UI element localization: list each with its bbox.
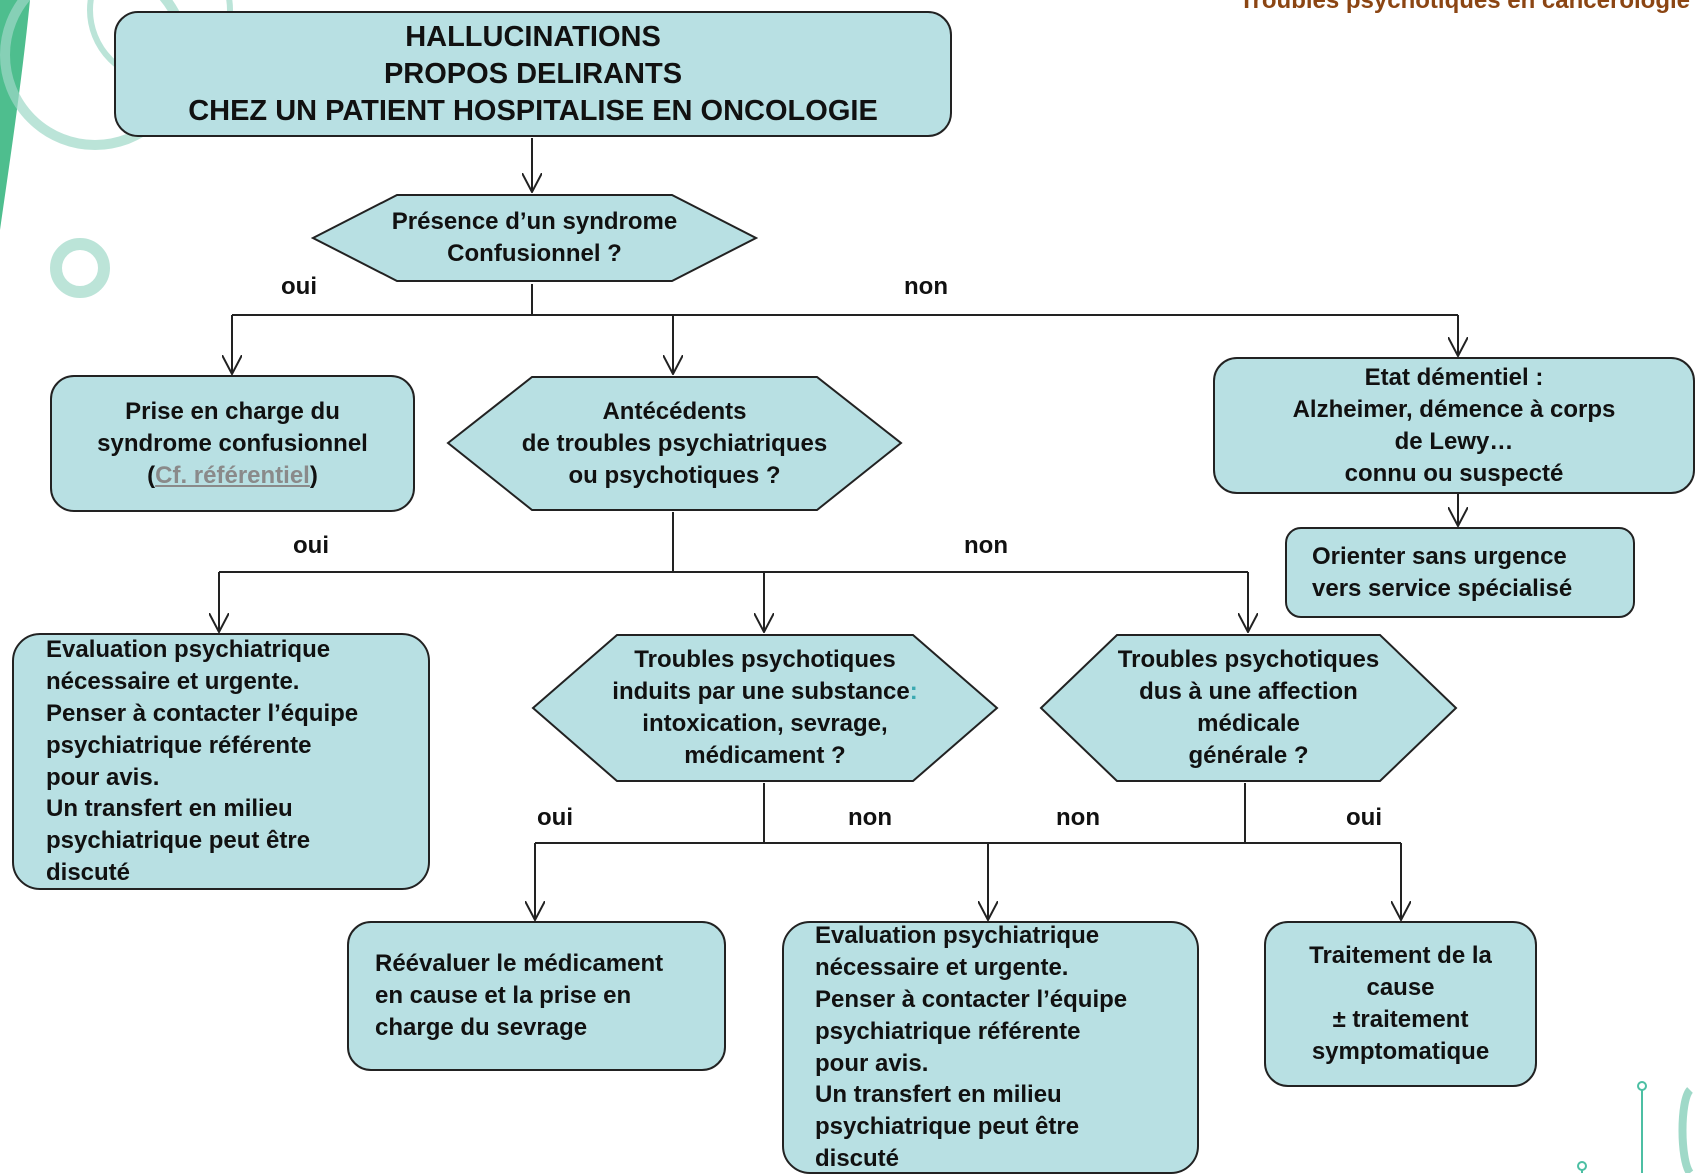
start-box: HALLUCINATIONS PROPOS DELIRANTS CHEZ UN … bbox=[114, 11, 952, 137]
eval2-line-5: pour avis. bbox=[815, 1049, 929, 1077]
confusion-line-2: Confusionnel ? bbox=[447, 240, 622, 267]
eval2-line-6: Un transfert en milieu bbox=[815, 1081, 1062, 1109]
substance-line-1: Troubles psychotiques bbox=[634, 646, 896, 673]
eval1-line-2: nécessaire et urgente. bbox=[46, 668, 300, 696]
affection-line-3: médicale bbox=[1197, 710, 1300, 737]
label-confusion-non: non bbox=[904, 273, 948, 300]
label-affection-non: non bbox=[1056, 804, 1100, 831]
antecedents-line-2: de troubles psychiatriques bbox=[521, 429, 828, 457]
prise-close-paren: ) bbox=[309, 461, 318, 489]
substance-line-4: médicament ? bbox=[684, 742, 846, 769]
eval2-line-7: psychiatrique peut être bbox=[815, 1113, 1080, 1141]
prise-line-2: syndrome confusionnel bbox=[97, 429, 368, 457]
orienter-box: Orienter sans urgence vers service spéci… bbox=[1285, 527, 1635, 618]
dementiel-line-4: connu ou suspecté bbox=[1344, 459, 1564, 487]
substance-line-2-text: induits par une substance bbox=[612, 678, 910, 705]
evaluation-box-2: Evaluation psychiatrique nécessaire et u… bbox=[782, 921, 1199, 1174]
page-header-title: Troubles psychotiques en cancérologie bbox=[1239, 0, 1690, 14]
traitement-line-4: symptomatique bbox=[1311, 1038, 1490, 1065]
decision-affection: Troubles psychotiques dus à une affectio… bbox=[1039, 633, 1458, 783]
eval1-line-3: Penser à contacter l’équipe bbox=[46, 699, 359, 727]
antecedents-line-1: Antécédents bbox=[602, 397, 747, 425]
eval1-line-4: psychiatrique référente bbox=[46, 731, 312, 759]
decision-antecedents-text: Antécédents de troubles psychiatriques o… bbox=[446, 375, 903, 512]
orienter-line-1: Orienter sans urgence bbox=[1312, 542, 1567, 570]
decision-confusion: Présence d’un syndrome Confusionnel ? bbox=[311, 193, 758, 283]
traitement-line-3: ± traitement bbox=[1332, 1006, 1469, 1033]
dementiel-line-1: Etat démentiel : bbox=[1364, 363, 1544, 391]
eval1-line-6: Un transfert en milieu bbox=[46, 795, 293, 823]
dementiel-line-2: Alzheimer, démence à corps bbox=[1292, 395, 1616, 423]
evaluation-box-1: Evaluation psychiatrique nécessaire et u… bbox=[12, 633, 430, 890]
prise-line-1: Prise en charge du bbox=[125, 397, 340, 425]
confusion-line-1: Présence d’un syndrome bbox=[391, 208, 678, 235]
eval1-line-8: discuté bbox=[46, 858, 131, 886]
label-antecedents-non: non bbox=[964, 532, 1008, 559]
eval2-line-2: nécessaire et urgente. bbox=[815, 954, 1069, 982]
eval1-line-1: Evaluation psychiatrique bbox=[46, 636, 331, 664]
label-confusion-oui: oui bbox=[281, 273, 317, 300]
decision-affection-text: Troubles psychotiques dus à une affectio… bbox=[1039, 633, 1458, 783]
start-line-1: HALLUCINATIONS bbox=[405, 20, 661, 53]
start-line-3: CHEZ UN PATIENT HOSPITALISE EN ONCOLOGIE bbox=[188, 94, 878, 127]
decision-substance: Troubles psychotiques induits par une su… bbox=[531, 633, 999, 783]
reevaluer-line-3: charge du sevrage bbox=[375, 1014, 588, 1041]
referentiel-link[interactable]: Cf. référentiel bbox=[155, 461, 310, 489]
start-line-2: PROPOS DELIRANTS bbox=[383, 57, 683, 90]
eval1-line-7: psychiatrique peut être bbox=[46, 827, 311, 855]
affection-line-1: Troubles psychotiques bbox=[1117, 646, 1380, 673]
etat-dementiel-box: Etat démentiel : Alzheimer, démence à co… bbox=[1213, 357, 1695, 494]
label-affection-oui: oui bbox=[1346, 804, 1382, 831]
decision-confusion-text: Présence d’un syndrome Confusionnel ? bbox=[311, 193, 758, 283]
orienter-line-2: vers service spécialisé bbox=[1312, 574, 1573, 602]
reevaluer-line-1: Réévaluer le médicament bbox=[375, 950, 664, 977]
affection-line-4: générale ? bbox=[1188, 742, 1309, 769]
decision-substance-text: Troubles psychotiques induits par une su… bbox=[531, 633, 999, 783]
traitement-line-2: cause bbox=[1366, 974, 1435, 1001]
label-antecedents-oui: oui bbox=[293, 532, 329, 559]
traitement-line-1: Traitement de la bbox=[1309, 942, 1492, 969]
reevaluer-box: Réévaluer le médicament en cause et la p… bbox=[347, 921, 726, 1071]
reevaluer-line-2: en cause et la prise en bbox=[375, 982, 632, 1009]
decorative-circuit-icon bbox=[1577, 1081, 1694, 1173]
decision-antecedents: Antécédents de troubles psychiatriques o… bbox=[446, 375, 903, 512]
dementiel-line-3: de Lewy… bbox=[1394, 427, 1514, 455]
eval2-line-3: Penser à contacter l’équipe bbox=[815, 985, 1128, 1013]
antecedents-line-3: ou psychotiques ? bbox=[568, 461, 781, 489]
eval2-line-8: discuté bbox=[815, 1144, 900, 1172]
prise-en-charge-box: Prise en charge du syndrome confusionnel… bbox=[50, 375, 415, 512]
label-substance-oui: oui bbox=[537, 804, 573, 831]
prise-line-3: (Cf. référentiel) bbox=[52, 460, 413, 492]
affection-line-2: dus à une affection bbox=[1139, 678, 1358, 705]
substance-line-3: intoxication, sevrage, bbox=[642, 710, 888, 737]
traitement-box: Traitement de la cause ± traitement symp… bbox=[1264, 921, 1537, 1087]
eval2-line-1: Evaluation psychiatrique bbox=[815, 922, 1100, 950]
label-substance-non: non bbox=[848, 804, 892, 831]
eval1-line-5: pour avis. bbox=[46, 763, 160, 791]
prise-open-paren: ( bbox=[147, 461, 156, 489]
eval2-line-4: psychiatrique référente bbox=[815, 1017, 1081, 1045]
substance-line-2: induits par une substance: bbox=[531, 676, 999, 708]
substance-colon: : bbox=[909, 678, 918, 705]
